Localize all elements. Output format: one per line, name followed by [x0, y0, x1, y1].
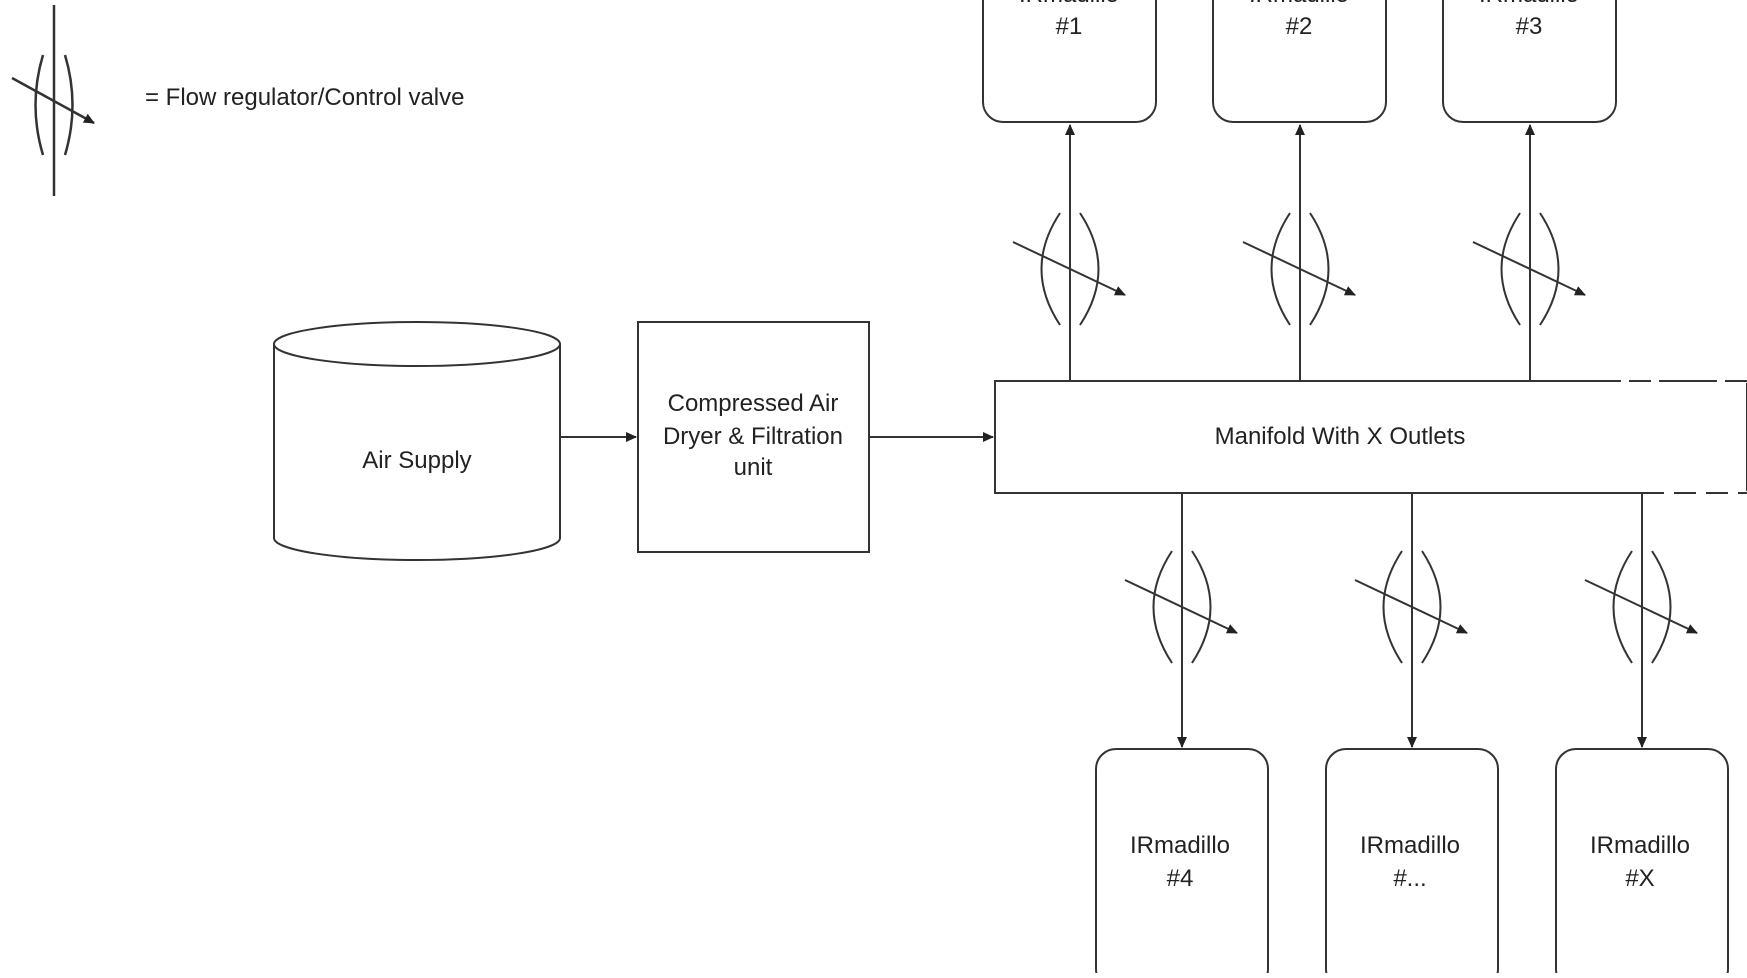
air-supply-label: Air Supply: [362, 447, 471, 474]
air-supply-cylinder: [273, 321, 561, 561]
bottom-outlet-1: [1124, 493, 1238, 748]
unit-box-top-2: [1212, 0, 1387, 123]
manifold-box: [994, 380, 1747, 494]
bottom-outlet-2: [1354, 493, 1468, 748]
bottom-outlet-3: [1584, 493, 1698, 748]
unit-box-bottom-1: [1095, 748, 1269, 978]
unit-top-2-number: #2: [1286, 13, 1313, 40]
unit-bottom-3-name: IRmadillo: [1590, 832, 1690, 859]
top-outlet-3: [1472, 124, 1586, 381]
unit-top-2-name: IRmadillo: [1249, 0, 1349, 8]
dryer-label-line-3: unit: [734, 454, 773, 481]
legend-valve-icon: [11, 5, 95, 196]
unit-bottom-2-number: #...: [1393, 865, 1426, 892]
legend-text: = Flow regulator/Control valve: [145, 84, 464, 111]
dryer-label-line-2: Dryer & Filtration: [663, 423, 843, 450]
unit-top-1-name: IRmadillo: [1019, 0, 1119, 8]
unit-box-bottom-3: [1555, 748, 1729, 978]
top-outlet-1: [1012, 124, 1126, 381]
unit-top-3-number: #3: [1516, 13, 1543, 40]
top-outlet-2: [1242, 124, 1356, 381]
unit-bottom-1-name: IRmadillo: [1130, 832, 1230, 859]
unit-box-top-1: [982, 0, 1157, 123]
unit-bottom-1-number: #4: [1167, 865, 1194, 892]
dryer-label-line-1: Compressed Air: [668, 390, 839, 417]
unit-bottom-2-name: IRmadillo: [1360, 832, 1460, 859]
unit-bottom-3-number: #X: [1625, 865, 1654, 892]
manifold-label: Manifold With X Outlets: [1215, 423, 1466, 450]
unit-box-top-3: [1442, 0, 1617, 123]
unit-box-bottom-2: [1325, 748, 1499, 978]
unit-top-3-name: IRmadillo: [1479, 0, 1579, 8]
unit-top-1-number: #1: [1056, 13, 1083, 40]
